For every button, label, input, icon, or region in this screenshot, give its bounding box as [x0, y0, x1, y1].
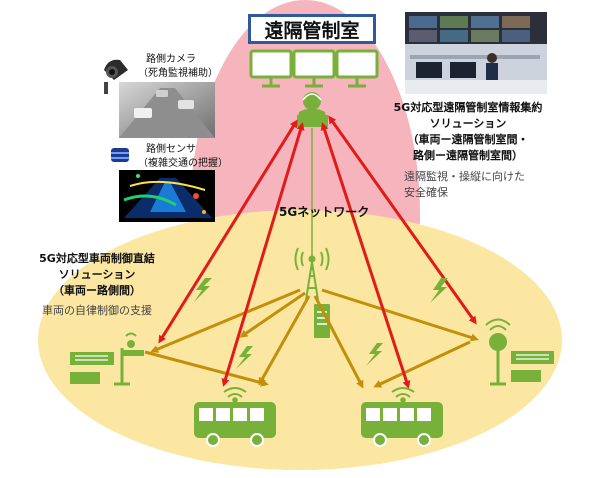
- monitor-icon: [249, 49, 379, 88]
- camera-label: 路側カメラ: [146, 54, 196, 65]
- page-title: 遠隔管制室: [248, 14, 376, 44]
- left-solution-line-2: ソリューション: [58, 268, 136, 281]
- lightning-icon: [194, 278, 448, 369]
- vehicle-road-region: [38, 210, 562, 470]
- camera-view-photo: [119, 82, 215, 138]
- right-solution-desc-2: 安全確保: [404, 186, 448, 199]
- bus-icon: [361, 402, 443, 447]
- left-solution-line-1: 5G対応型車両制御直結: [39, 252, 155, 265]
- right-solution-desc-1: 遠隔監視・操縦に向けた: [404, 170, 525, 183]
- right-solution-line-3: （車両ー遠隔管制室間・: [407, 133, 529, 146]
- lidar-sensor-icon: [111, 148, 129, 162]
- point-cloud-photo: [119, 170, 215, 222]
- right-solution-line-1: 5G対応型遠隔管制室情報集約: [393, 101, 543, 114]
- left-solution-desc: 車両の自律制御の支援: [42, 304, 152, 317]
- control-room-photo: [405, 12, 547, 94]
- right-solution-line-2: ソリューション: [429, 117, 507, 130]
- bus-icon: [194, 402, 276, 447]
- sensor-label: 路側センサ: [146, 144, 196, 155]
- left-solution-line-3: （車両ー路側間）: [53, 284, 141, 297]
- camera-sublabel: （死角監視補助）: [138, 68, 218, 79]
- network-label: 5Gネットワーク: [279, 205, 370, 219]
- roadside-unit-icon: [485, 318, 554, 386]
- camera-icon: [104, 59, 128, 94]
- red-arrows: [158, 115, 477, 389]
- wifi-icon: [223, 387, 415, 403]
- operator-icon: [297, 92, 328, 127]
- sensor-sublabel: （複雑交通の把握）: [138, 158, 228, 169]
- roadside-unit-icon: [70, 332, 144, 386]
- right-solution-line-4: 路側ー遠隔管制室間）: [413, 149, 523, 162]
